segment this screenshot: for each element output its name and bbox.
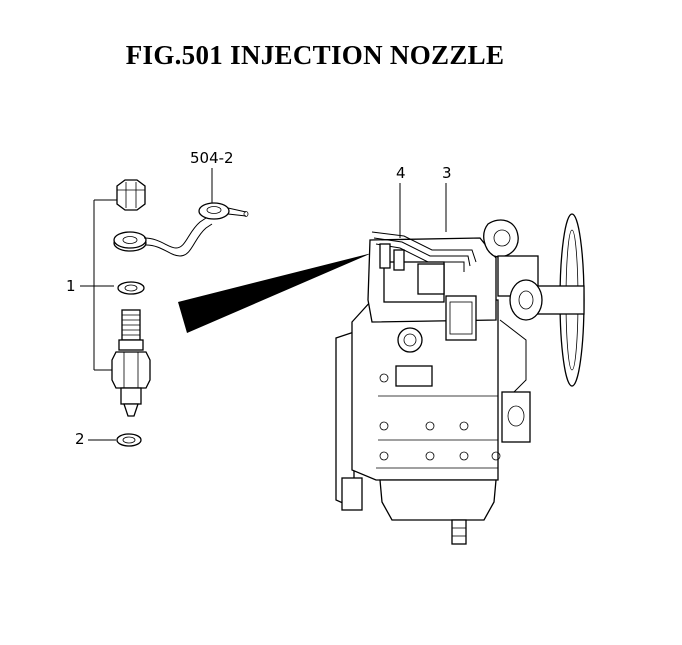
callout-1: 1 [66,277,76,295]
leak-off-pipe [113,202,249,257]
figure-title: FIG.501 INJECTION NOZZLE [125,40,505,70]
callout-3: 3 [442,164,452,182]
location-pointer [178,253,372,333]
callout-4: 4 [396,164,406,182]
nozzle-seat-washer [116,433,142,447]
injection-nozzle [111,309,151,417]
leader-lines [80,168,447,441]
callout-2: 2 [75,430,85,448]
nozzle-nut [116,179,146,211]
callout-504-2: 504-2 [190,149,234,167]
nozzle-washer-upper [117,281,145,295]
engine-assembly [335,213,585,545]
